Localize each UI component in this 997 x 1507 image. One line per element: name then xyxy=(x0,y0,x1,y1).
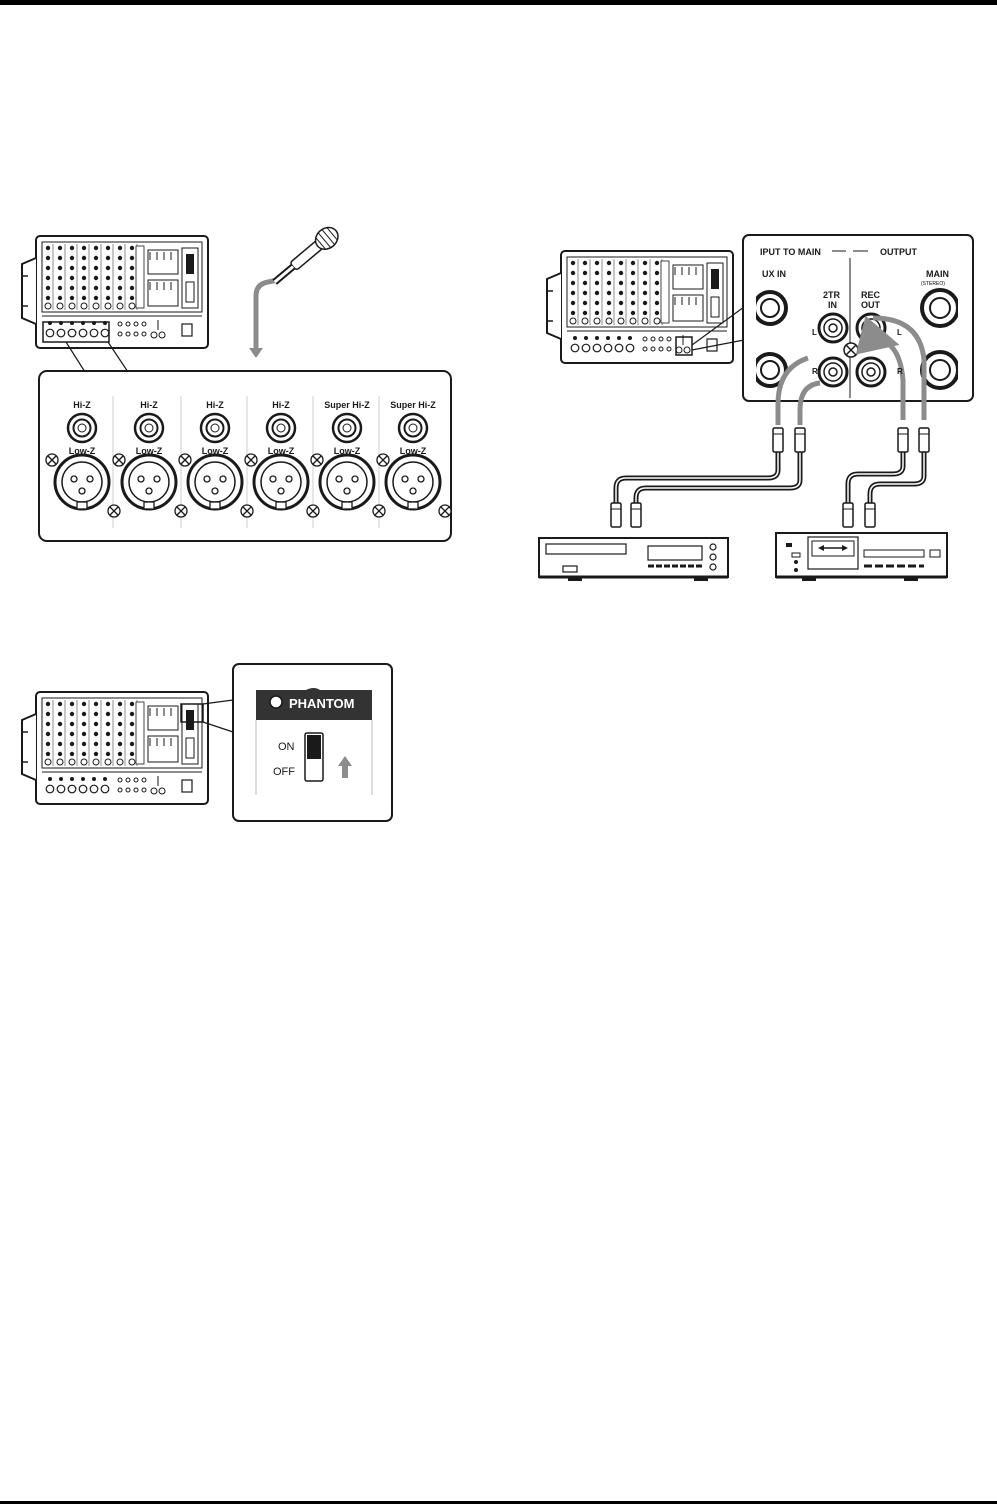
in-left-label: L xyxy=(812,328,817,337)
mixer-unit-2 xyxy=(21,691,209,805)
io-section-input-label: IPUT TO MAIN xyxy=(760,247,821,257)
out-right-label: R xyxy=(897,367,903,376)
rca-plug-icon xyxy=(772,427,784,453)
hi-z-label: Hi-Z xyxy=(272,400,290,410)
screw-icon xyxy=(438,504,452,518)
low-z-xlr-icon xyxy=(384,453,442,511)
screw-icon xyxy=(107,504,121,518)
phantom-on-label: ON xyxy=(278,741,295,753)
input-callout-lines xyxy=(42,321,129,373)
phantom-callout-lines xyxy=(180,699,234,733)
low-z-xlr-icon xyxy=(318,453,376,511)
low-z-label: Low-Z xyxy=(268,446,295,456)
input-panel-labels: Hi-Z Low-Z Hi-Z Low-Z Hi-Z Low-Z Hi-Z Low-Z Supe… xyxy=(69,400,436,456)
mixer-unit-3 xyxy=(546,250,734,364)
low-z-label: Low-Z xyxy=(400,446,427,456)
rca-plug-icon xyxy=(610,502,622,528)
hi-z-label: Hi-Z xyxy=(73,400,91,410)
rca-jack-icon xyxy=(855,356,887,388)
phantom-off-label: OFF xyxy=(273,766,295,778)
rca-plug-icon xyxy=(794,427,806,453)
screw-icon xyxy=(376,453,390,467)
rca-jack-icon xyxy=(817,356,849,388)
hi-z-jack-icon xyxy=(265,412,297,444)
io-panel xyxy=(742,234,974,402)
cd-player-icon xyxy=(538,537,729,581)
top-rule xyxy=(0,0,997,5)
rca-plug-icon xyxy=(630,502,642,528)
rca-plug-icon xyxy=(897,427,909,453)
hi-z-jack-icon xyxy=(66,412,98,444)
bottom-rule xyxy=(0,1501,997,1504)
phantom-panel xyxy=(232,663,393,822)
cassette-deck-icon xyxy=(775,532,948,581)
hi-z-jack-icon xyxy=(397,412,429,444)
low-z-xlr-icon xyxy=(120,453,178,511)
hi-z-jack-icon xyxy=(199,412,231,444)
main-label: MAIN xyxy=(926,269,949,279)
microphone-icon xyxy=(249,226,339,358)
screw-icon xyxy=(240,504,254,518)
screw-icon xyxy=(372,504,386,518)
hi-z-jack-icon xyxy=(331,412,363,444)
hi-z-label: Super Hi-Z xyxy=(324,400,370,410)
low-z-label: Low-Z xyxy=(202,446,229,456)
io-section-output-label: OUTPUT xyxy=(880,247,918,257)
hi-z-label: Hi-Z xyxy=(206,400,224,410)
low-z-xlr-icon xyxy=(53,453,111,511)
hi-z-label: Super Hi-Z xyxy=(390,400,436,410)
main-sub-label: (STEREO) xyxy=(921,281,945,287)
screw-icon xyxy=(178,453,192,467)
input-panel xyxy=(38,370,452,542)
two-tr-in-label: IN xyxy=(828,300,837,310)
screw-icon xyxy=(174,504,188,518)
screw-icon xyxy=(310,453,324,467)
phantom-title: PHANTOM xyxy=(289,696,354,711)
rca-plug-icon xyxy=(842,502,854,528)
screw-icon xyxy=(112,453,126,467)
in-right-label: R xyxy=(812,367,818,376)
screw-icon xyxy=(45,453,59,467)
low-z-label: Low-Z xyxy=(69,446,96,456)
rca-plug-icon xyxy=(918,427,930,453)
hi-z-label: Hi-Z xyxy=(140,400,158,410)
aux-in-label: UX IN xyxy=(762,269,786,279)
screw-icon xyxy=(306,504,320,518)
out-left-label: L xyxy=(897,328,902,337)
hi-z-jack-icon xyxy=(133,412,165,444)
rca-cables xyxy=(610,315,930,528)
io-callout-lines xyxy=(675,306,745,356)
low-z-label: Low-Z xyxy=(334,446,361,456)
rca-plug-icon xyxy=(864,502,876,528)
low-z-xlr-icon xyxy=(186,453,244,511)
screw-icon xyxy=(244,453,258,467)
rca-jack-icon xyxy=(817,312,849,344)
low-z-xlr-icon xyxy=(252,453,310,511)
mixer-unit-1 xyxy=(21,235,209,349)
low-z-label: Low-Z xyxy=(136,446,163,456)
rec-out-label: OUT xyxy=(861,300,881,310)
two-tr-label: 2TR xyxy=(823,290,841,300)
rec-label: REC xyxy=(861,290,881,300)
